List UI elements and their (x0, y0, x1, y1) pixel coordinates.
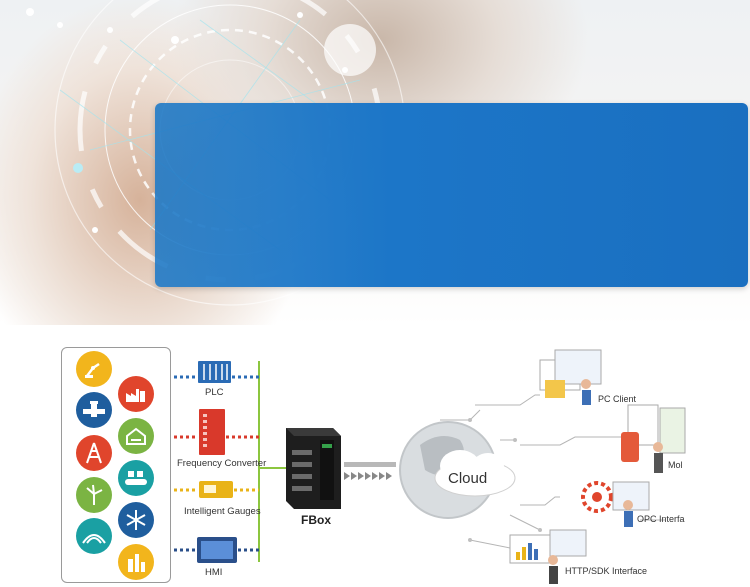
plc-device (198, 361, 231, 383)
hmi-device (197, 537, 237, 563)
cloud-globe (399, 421, 516, 519)
snowflake-icon (118, 502, 154, 538)
field-icon (76, 518, 112, 554)
factory-icon (118, 376, 154, 412)
industry-icons-panel (61, 347, 171, 583)
mobile-screens (621, 404, 686, 473)
conveyor-icon (118, 460, 154, 496)
pc-client-screens (539, 349, 602, 405)
fbox-device (286, 428, 341, 509)
http-sdk-screens (509, 529, 587, 584)
robot-arm-icon (76, 351, 112, 387)
plc-label: PLC (205, 387, 224, 398)
blue-banner-panel (155, 103, 748, 287)
mobile-label: Mol (668, 460, 683, 470)
fbox-label: FBox (301, 513, 331, 527)
oil-rig-icon (76, 435, 112, 471)
circuit-traces (440, 394, 665, 551)
wind-turbine-icon (76, 477, 112, 513)
hmi-label: HMI (205, 567, 223, 578)
farm-icon (118, 418, 154, 454)
intelligent-gauge-device (199, 481, 233, 498)
opc-screens (581, 481, 650, 527)
intelligent-gauges-label: Intelligent Gauges (184, 506, 261, 517)
network-diagram (174, 349, 686, 584)
pipeline-icon (76, 392, 112, 428)
cloud-label: Cloud (448, 470, 488, 487)
refinery-icon (118, 544, 154, 580)
frequency-converter-label: Frequency Converter (177, 458, 267, 469)
http-sdk-interface-label: HTTP/SDK Interface (565, 566, 648, 576)
opc-interface-label: OPC Interfa (637, 514, 685, 524)
fbox-to-cloud-arrow (344, 462, 396, 480)
hero-banner (0, 0, 750, 325)
pc-client-label: PC Client (598, 394, 637, 404)
frequency-converter-device (199, 409, 225, 455)
